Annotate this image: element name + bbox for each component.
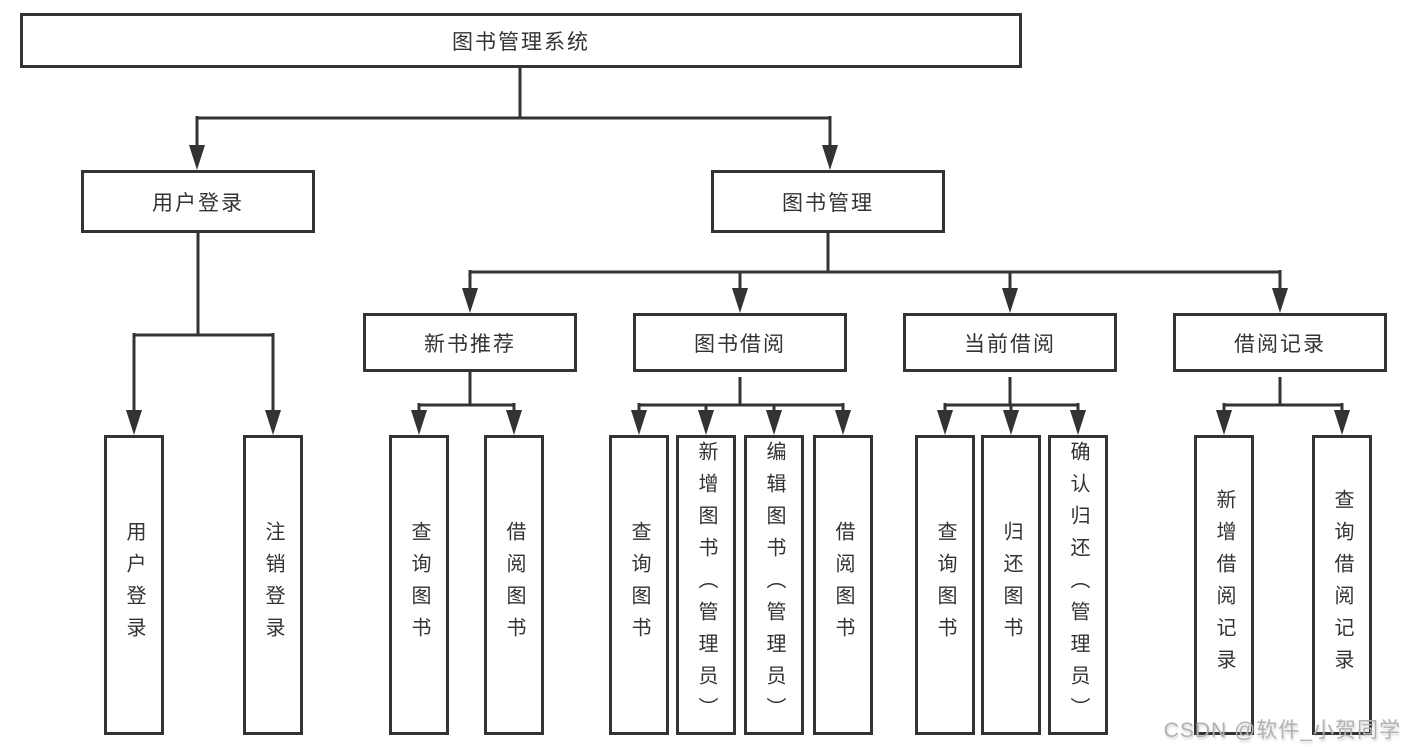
leaf-borrow-book-2-label: 借阅图书: [832, 521, 854, 649]
node-user-login-group-label: 用户登录: [152, 191, 244, 215]
node-current-borrow: 当前借阅: [903, 313, 1117, 372]
leaf-add-borrow-record: 新增借阅记录: [1194, 435, 1254, 735]
node-user-login-group: 用户登录: [81, 170, 315, 233]
node-book-borrow: 图书借阅: [633, 313, 847, 372]
leaf-logout: 注销登录: [243, 435, 303, 735]
leaf-edit-book-admin: 编辑图书（管理员）: [744, 435, 804, 735]
leaf-query-books-2-label: 查询图书: [628, 521, 650, 649]
leaf-add-book-admin-label: 新增图书（管理员）: [695, 441, 717, 729]
watermark: CSDN @软件_小贺同学: [1163, 719, 1401, 742]
leaf-confirm-return-admin-label: 确认归还（管理员）: [1067, 441, 1089, 729]
leaf-add-book-admin: 新增图书（管理员）: [676, 435, 736, 735]
leaf-borrow-book-2: 借阅图书: [813, 435, 873, 735]
leaf-query-books-3-label: 查询图书: [934, 521, 956, 649]
leaf-confirm-return-admin: 确认归还（管理员）: [1048, 435, 1108, 735]
leaf-query-books-1-label: 查询图书: [408, 521, 430, 649]
leaf-return-book: 归还图书: [981, 435, 1041, 735]
leaf-user-login-label: 用户登录: [123, 521, 145, 649]
node-library-system-label: 图书管理系统: [452, 30, 590, 54]
node-book-borrow-label: 图书借阅: [694, 332, 786, 356]
leaf-return-book-label: 归还图书: [1000, 521, 1022, 649]
node-book-management-label: 图书管理: [782, 191, 874, 215]
leaf-edit-book-admin-label: 编辑图书（管理员）: [763, 441, 785, 729]
node-borrow-records: 借阅记录: [1173, 313, 1387, 372]
leaf-query-borrow-record: 查询借阅记录: [1312, 435, 1372, 735]
leaf-query-books-3: 查询图书: [915, 435, 975, 735]
leaf-query-borrow-record-label: 查询借阅记录: [1331, 489, 1353, 681]
leaf-query-books-2: 查询图书: [609, 435, 669, 735]
node-new-book-recommend-label: 新书推荐: [424, 332, 516, 356]
leaf-user-login: 用户登录: [104, 435, 164, 735]
leaf-add-borrow-record-label: 新增借阅记录: [1213, 489, 1235, 681]
node-borrow-records-label: 借阅记录: [1234, 332, 1326, 356]
node-current-borrow-label: 当前借阅: [964, 332, 1056, 356]
node-library-system: 图书管理系统: [20, 13, 1022, 68]
leaf-logout-label: 注销登录: [262, 521, 284, 649]
leaf-borrow-book-1-label: 借阅图书: [503, 521, 525, 649]
node-new-book-recommend: 新书推荐: [363, 313, 577, 372]
leaf-query-books-1: 查询图书: [389, 435, 449, 735]
leaf-borrow-book-1: 借阅图书: [484, 435, 544, 735]
node-book-management: 图书管理: [711, 170, 945, 233]
